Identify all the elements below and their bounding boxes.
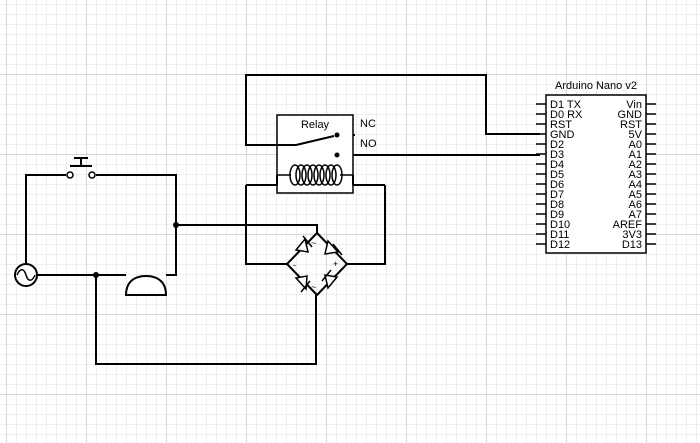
- junctions: [93, 222, 179, 278]
- relay[interactable]: Relay NC NO: [276, 114, 377, 194]
- junction-dot: [93, 272, 99, 278]
- arduino-pin[interactable]: D11: [536, 229, 569, 241]
- arduino-pin[interactable]: D2: [536, 139, 564, 151]
- wire-coil-left: [245, 185, 287, 265]
- pin-label: A4: [629, 179, 642, 191]
- arduino-pin[interactable]: A2: [629, 159, 656, 171]
- pin-label: D10: [550, 219, 570, 231]
- arduino-pin[interactable]: RST: [620, 119, 656, 131]
- pin-label: AREF: [613, 219, 643, 231]
- bridge-ac-bottom-label: ~: [311, 282, 316, 292]
- relay-no-label: NO: [360, 138, 377, 150]
- arduino-pin[interactable]: GND: [618, 109, 656, 121]
- arduino-pin[interactable]: D6: [536, 179, 564, 191]
- relay-switch-arm: [295, 135, 335, 146]
- arduino-pin[interactable]: A4: [629, 179, 656, 191]
- bridge-minus-label: -: [293, 260, 296, 270]
- arduino-pin[interactable]: D8: [536, 199, 564, 211]
- pin-label: D6: [550, 179, 564, 191]
- arduino-pin[interactable]: D9: [536, 209, 564, 221]
- pin-label: RST: [620, 119, 642, 131]
- arduino-pin[interactable]: D13: [622, 239, 656, 251]
- pin-label: D3: [550, 149, 564, 161]
- pin-label: D5: [550, 169, 564, 181]
- pin-label: A1: [629, 149, 642, 161]
- wire-relay-com-to-gnd: [245, 74, 540, 146]
- arduino-pin[interactable]: D4: [536, 159, 564, 171]
- pin-label: D13: [622, 239, 642, 251]
- pin-label: D12: [550, 239, 570, 251]
- arduino-pin[interactable]: A1: [629, 149, 656, 161]
- pin-label: 5V: [629, 129, 643, 141]
- bridge-rectifier[interactable]: ~ ~ + -: [285, 231, 349, 297]
- diode: [321, 269, 339, 290]
- wire-to-bridge-ac-top: [176, 224, 318, 233]
- wire-coil-right: [347, 185, 386, 265]
- ac-source[interactable]: [14, 263, 38, 287]
- arduino-pin[interactable]: 5V: [629, 129, 656, 141]
- arduino-pin[interactable]: Vin: [626, 99, 656, 111]
- arduino-pin[interactable]: D10: [536, 219, 570, 231]
- pin-label: A0: [629, 139, 642, 151]
- pin-label: A6: [629, 199, 642, 211]
- pin-label: D8: [550, 199, 564, 211]
- pin-label: D9: [550, 209, 564, 221]
- pushbutton-switch[interactable]: [66, 157, 96, 179]
- diode: [294, 235, 313, 253]
- pin-label: A7: [629, 209, 642, 221]
- diode: [324, 239, 343, 256]
- pin-label: D4: [550, 159, 564, 171]
- pin-label: Vin: [626, 99, 642, 111]
- pin-label: A2: [629, 159, 642, 171]
- arduino-pin[interactable]: D12: [536, 239, 570, 251]
- arduino-pin[interactable]: D1 TX: [536, 99, 582, 111]
- pin-label: D7: [550, 189, 564, 201]
- pin-label: GND: [618, 109, 643, 121]
- arduino-pin[interactable]: A0: [629, 139, 656, 151]
- wire-bottom-loop: [95, 275, 317, 365]
- pin-label: A5: [629, 189, 642, 201]
- pin-label: 3V3: [622, 229, 642, 241]
- wire-button-right: [96, 174, 177, 276]
- arduino-pin[interactable]: 3V3: [622, 229, 656, 241]
- arduino-pin[interactable]: RST: [536, 119, 572, 131]
- junction-dot: [173, 222, 179, 228]
- arduino-pin[interactable]: GND: [536, 129, 575, 141]
- arduino-pin[interactable]: D3: [536, 149, 564, 161]
- sine-wave-icon: [16, 269, 36, 281]
- arduino-pin[interactable]: D5: [536, 169, 564, 181]
- bridge-ac-top-label: ~: [311, 238, 316, 248]
- relay-nc-label: NC: [360, 118, 376, 130]
- pin-label: D11: [550, 229, 569, 241]
- pin-label: GND: [550, 129, 575, 141]
- arduino-title: Arduino Nano v2: [555, 80, 637, 92]
- diode: [294, 275, 311, 293]
- bell-buzzer[interactable]: [124, 274, 168, 296]
- arduino-pin[interactable]: A7: [629, 209, 656, 221]
- pin-label: D0 RX: [550, 109, 583, 121]
- arduino-pin[interactable]: A6: [629, 199, 656, 211]
- pin-label: A3: [629, 169, 642, 181]
- wire-button-left: [25, 174, 66, 265]
- bridge-plus-label: +: [333, 259, 338, 269]
- arduino-body: [545, 94, 647, 254]
- arduino-pin[interactable]: AREF: [613, 219, 656, 231]
- arduino-pin[interactable]: D7: [536, 189, 564, 201]
- arduino-pin[interactable]: A3: [629, 169, 656, 181]
- relay-coil: [277, 164, 353, 186]
- pin-label: D2: [550, 139, 564, 151]
- relay-label: Relay: [301, 119, 330, 131]
- arduino-pin[interactable]: D0 RX: [536, 109, 583, 121]
- arduino-pin[interactable]: A5: [629, 189, 656, 201]
- pin-label: D1 TX: [550, 99, 582, 111]
- pin-label: RST: [550, 119, 572, 131]
- wire-source-to-bell: [25, 274, 126, 285]
